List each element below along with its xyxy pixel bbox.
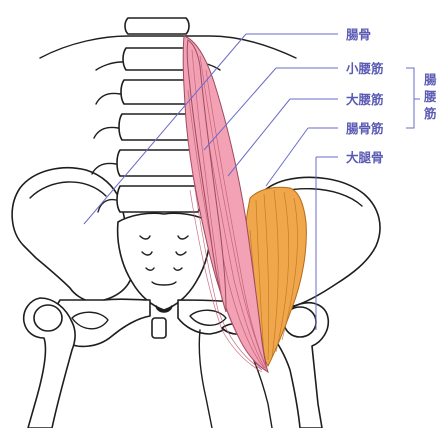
label-iliopsoas-char-1: 腸 <box>424 72 437 87</box>
lumbar-vertebra-5 <box>117 186 201 212</box>
lumbar-vertebra-4 <box>117 150 199 176</box>
label-ilium: 腸骨 <box>346 27 371 42</box>
label-psoas-major: 大腰筋 <box>346 92 384 107</box>
lumbar-vertebra-3 <box>119 114 197 140</box>
label-psoas-minor: 小腰筋 <box>345 61 384 76</box>
lumbar-vertebra-1 <box>123 48 193 70</box>
label-iliacus: 腸骨筋 <box>346 121 384 136</box>
label-iliopsoas-char-2: 腰 <box>423 89 437 104</box>
label-femur: 大腿骨 <box>346 150 384 165</box>
iliopsoas-bracket <box>406 68 420 128</box>
label-iliopsoas-char-3: 筋 <box>423 106 437 121</box>
